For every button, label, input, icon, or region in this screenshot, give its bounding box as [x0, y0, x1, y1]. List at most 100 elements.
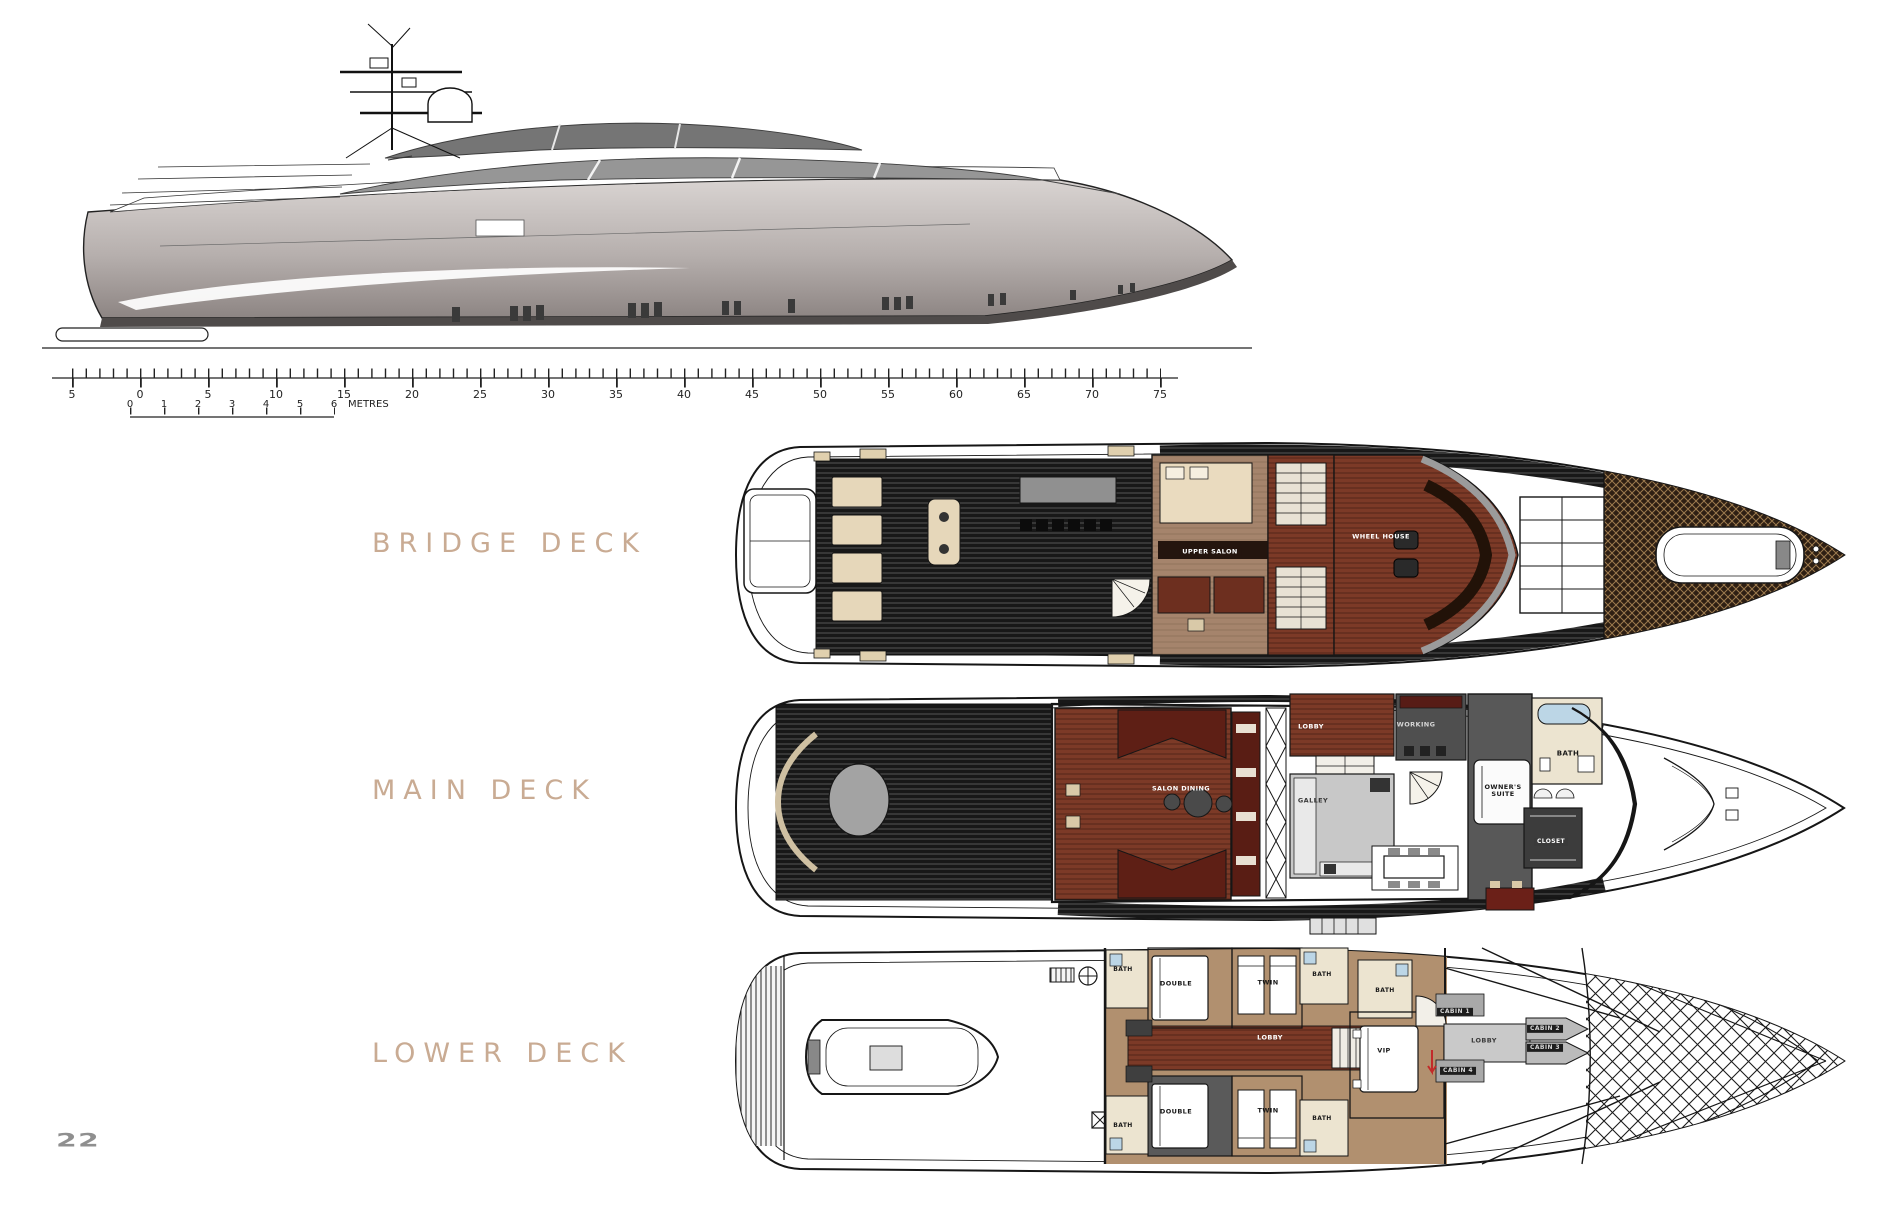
bridge-deck-title: BRIDGE DECK	[372, 528, 648, 559]
dining-nook	[1371, 845, 1459, 891]
bath-vip-fwd	[1357, 959, 1413, 1019]
wheel-house-label: WHEEL HOUSE	[1352, 532, 1410, 541]
bow-tender	[1655, 526, 1805, 584]
svg-text:55: 55	[881, 388, 895, 401]
hull-windows	[452, 283, 1135, 322]
upper-salon-label: UPPER SALON	[1179, 547, 1241, 557]
wheel-house	[1333, 454, 1519, 656]
guest-lobby-label: LOBBY	[1257, 1033, 1283, 1042]
yacht-side-profile	[42, 23, 1252, 349]
svg-text:20: 20	[405, 388, 419, 401]
svg-text:4: 4	[263, 399, 269, 410]
wardrobe	[1125, 1019, 1153, 1037]
svg-text:3: 3	[229, 399, 235, 410]
twin-cabin-stbd	[1231, 1075, 1303, 1157]
svg-text:45: 45	[745, 388, 759, 401]
spiral-stair	[1111, 578, 1151, 618]
svg-text:15: 15	[337, 388, 351, 401]
scale-ruler: 5 0 5 10 15 20 25 30 35 40 45 50 55 60 6…	[52, 368, 1178, 418]
closet-label: CLOSET	[1533, 837, 1569, 847]
deck-loungers	[831, 476, 883, 622]
bridge-stairs	[1267, 454, 1335, 656]
svg-text:6: 6	[331, 399, 337, 410]
svg-text:5: 5	[297, 399, 303, 410]
vip-label: VIP	[1377, 1046, 1391, 1055]
salon-sofa	[1157, 576, 1211, 614]
ruler-main: 5 0 5 10 15 20 25 30 35 40 45 50 55 60 6…	[52, 368, 1178, 401]
bath-center-fwd	[1299, 947, 1349, 1005]
svg-text:5: 5	[205, 388, 212, 401]
main-deck-plan	[734, 693, 1846, 935]
bath-center-aft-label: BATH	[1312, 1114, 1332, 1122]
salon-dining-label: SALON DINING	[1151, 784, 1211, 793]
twin-port-label: TWIN	[1257, 978, 1279, 987]
double-port-label: DOUBLE	[1159, 979, 1193, 988]
main-lobby-label: LOBBY	[1298, 722, 1324, 731]
svg-text:40: 40	[677, 388, 691, 401]
window-mullions	[1265, 707, 1287, 899]
galley	[1289, 773, 1395, 879]
tender-garage	[804, 1019, 1000, 1095]
owners-suite-label: OWNER'S SUITE	[1484, 783, 1522, 798]
vanity-table	[1485, 881, 1535, 911]
ruler-metre-bar: 0 1 2 3 4 5 6 METRES	[127, 399, 389, 418]
bath-fwd-port	[1105, 949, 1149, 1009]
lower-deck-title: LOWER DECK	[372, 1038, 633, 1069]
bow-seating	[1663, 757, 1739, 851]
owners-bath	[1531, 697, 1603, 785]
svg-text:50: 50	[813, 388, 827, 401]
bow-framing	[1586, 949, 1844, 1168]
aft-table	[828, 763, 890, 837]
cabin-2-label: CABIN 2	[1527, 1024, 1563, 1034]
salon-bar	[1231, 711, 1261, 897]
bar-counter	[927, 498, 961, 566]
bath-fwd-port-label: BATH	[1113, 965, 1133, 973]
wardrobe	[1125, 1065, 1153, 1083]
profile-superstructure	[109, 122, 1121, 237]
svg-text:2: 2	[195, 399, 201, 410]
crew-lobby-label: LOBBY	[1471, 1036, 1497, 1045]
profile-hull	[42, 166, 1252, 349]
main-bath-label: BATH	[1556, 749, 1580, 758]
svg-text:0: 0	[137, 388, 144, 401]
svg-text:25: 25	[473, 388, 487, 401]
bridge-deck-plan	[734, 441, 1846, 669]
working-label: WORKING	[1396, 720, 1436, 729]
svg-text:65: 65	[1017, 388, 1031, 401]
owners-bed	[1473, 759, 1531, 825]
crew-lobby	[1443, 1023, 1531, 1063]
skylight	[1519, 496, 1605, 614]
svg-text:70: 70	[1085, 388, 1099, 401]
cabin-1-label: CABIN 1	[1437, 1007, 1473, 1017]
spiral-stair	[1409, 771, 1443, 805]
salon-dining	[1054, 707, 1233, 901]
svg-text:10: 10	[269, 388, 283, 401]
twin-stbd-label: TWIN	[1257, 1106, 1279, 1115]
side-teak-pads	[813, 445, 1135, 665]
double-stbd-label: DOUBLE	[1159, 1107, 1193, 1116]
aft-deck	[775, 703, 1053, 901]
profile-mast-antennas	[340, 23, 482, 159]
pantry-unit	[1019, 476, 1117, 504]
main-deck-title: MAIN DECK	[372, 775, 597, 806]
salon-sofa	[1213, 576, 1265, 614]
seat-row	[1020, 519, 1112, 531]
main-lobby	[1289, 693, 1395, 757]
passerelle	[1309, 917, 1377, 935]
svg-text:5: 5	[69, 388, 76, 401]
bath-center-aft	[1299, 1099, 1349, 1157]
svg-text:30: 30	[541, 388, 555, 401]
escape-arrow	[1427, 1050, 1437, 1076]
working-room	[1395, 693, 1467, 761]
page-number: 22	[56, 1130, 100, 1152]
double-cabin-port	[1147, 947, 1233, 1029]
svg-text:0: 0	[127, 399, 133, 410]
windshield	[1571, 706, 1636, 898]
lower-deck-plan	[734, 947, 1846, 1175]
svg-text:1: 1	[161, 399, 167, 410]
stern-platform	[736, 966, 784, 1146]
svg-text:60: 60	[949, 388, 963, 401]
galley-label: GALLEY	[1297, 796, 1329, 805]
svg-text:35: 35	[609, 388, 623, 401]
bath-fwd-stbd	[1105, 1095, 1149, 1155]
